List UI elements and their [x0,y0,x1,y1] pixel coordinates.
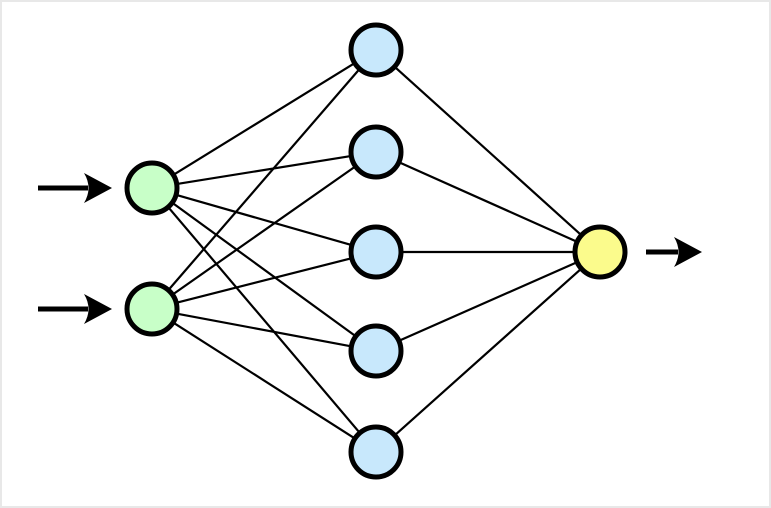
node-circle-i1[interactable] [124,160,180,216]
node-circle-h1[interactable] [348,22,404,78]
edge-i1-h5 [166,205,362,435]
output-arrow-icon [646,237,702,267]
edge-i2-h3 [174,256,354,305]
node-circle-i2[interactable] [124,281,180,337]
nodes-group [124,22,628,480]
node-circle-h5[interactable] [348,424,404,480]
edge-i1-h4 [170,201,358,338]
node-h4[interactable] [348,323,404,379]
node-circle-o1[interactable] [572,224,628,280]
edges-group [166,61,584,441]
edge-i2-h1 [166,67,362,292]
edge-i2-h5 [171,320,357,441]
edge-h4-o1 [396,260,580,343]
edge-i2-h2 [170,164,358,297]
edge-h5-o1 [392,266,584,438]
node-circle-h3[interactable] [348,224,404,280]
node-i2[interactable] [124,281,180,337]
node-h5[interactable] [348,424,404,480]
edge-h1-o1 [392,64,584,238]
node-h3[interactable] [348,224,404,280]
output-arrow-head [674,237,702,267]
node-circle-h4[interactable] [348,323,404,379]
input-arrow-bottom-icon [38,294,112,324]
arrows-group [38,173,702,324]
input-arrow-top-icon [38,173,112,203]
edge-i1-h1 [171,61,357,177]
edge-i1-h2 [174,154,354,186]
node-i1[interactable] [124,160,180,216]
node-circle-h2[interactable] [348,124,404,180]
node-h2[interactable] [348,124,404,180]
input-arrow-top-head [84,173,112,203]
node-o1[interactable] [572,224,628,280]
input-arrow-bottom-head [84,294,112,324]
node-h1[interactable] [348,22,404,78]
edge-i1-h3 [173,193,355,247]
edge-h2-o1 [396,160,580,244]
edge-i2-h4 [174,312,354,348]
